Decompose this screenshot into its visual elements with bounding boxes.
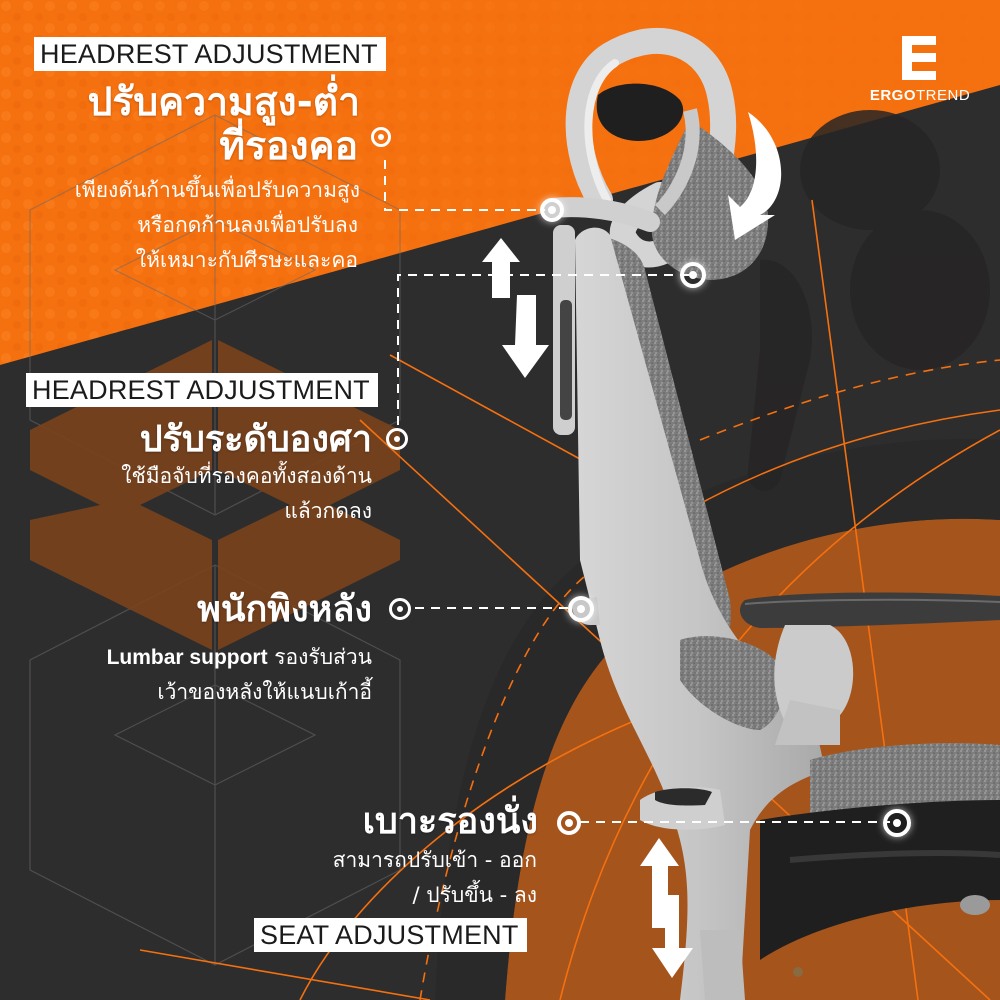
seat-hotspot[interactable] xyxy=(883,809,911,837)
headrest-height-title-line1: ปรับความสูง-ต่ำ xyxy=(87,80,360,125)
backrest-desc-line1: Lumbar support รองรับส่วน xyxy=(107,640,372,675)
seat-desc-line1: สามารถปรับเข้า - ออก xyxy=(332,848,537,872)
seat-desc-line2: / ปรับขึ้น - ลง xyxy=(412,883,537,907)
seat-title: เบาะรองนั่ง xyxy=(362,801,538,842)
lumbar-hotspot[interactable] xyxy=(568,596,594,622)
brand-name-light: TREND xyxy=(916,87,971,104)
headrest-pad-hotspot[interactable] xyxy=(680,262,706,288)
headrest-height-tag: HEADREST ADJUSTMENT xyxy=(34,37,386,71)
headrest-pivot-hotspot[interactable] xyxy=(540,198,564,222)
target-ring-icon xyxy=(557,811,581,835)
backrest-desc-line2: เว้าของหลังให้แนบเก้าอี้ xyxy=(157,680,372,704)
headrest-height-desc-line2: หรือกดก้านลงเพื่อปรับลง xyxy=(137,213,358,237)
double-headed-vertical-arrow-icon xyxy=(482,238,549,378)
seat-adjustment-tag: SEAT ADJUSTMENT xyxy=(254,918,527,952)
headrest-angle-desc-line2: แล้วกดลง xyxy=(284,499,372,523)
headrest-angle-title: ปรับระดับองศา xyxy=(139,419,372,460)
backrest-title: พนักพิงหลัง xyxy=(197,589,372,630)
brand-name-bold: ERGO xyxy=(869,87,916,104)
headrest-height-desc-line3: ให้เหมาะกับศีรษะและคอ xyxy=(135,248,358,272)
brand-wordmark: ERGOTREND xyxy=(868,87,972,104)
headrest-height-title-line2: ที่รองคอ xyxy=(219,124,358,169)
ergotrend-logo: ERGOTREND xyxy=(868,32,972,110)
headrest-angle-desc-line1: ใช้มือจับที่รองคอทั้งสองด้าน xyxy=(121,464,372,488)
target-ring-icon xyxy=(389,598,411,620)
lumbar-support-label: Lumbar support xyxy=(106,646,268,669)
backrest-desc-line1-text: รองรับส่วน xyxy=(267,645,372,669)
headrest-angle-tag: HEADREST ADJUSTMENT xyxy=(26,373,378,407)
target-ring-icon xyxy=(371,127,391,147)
headrest-height-desc-line1: เพียงดันก้านขึ้นเพื่อปรับความสูง xyxy=(74,178,360,202)
target-ring-icon xyxy=(386,428,408,450)
letter-e-icon xyxy=(902,36,936,80)
